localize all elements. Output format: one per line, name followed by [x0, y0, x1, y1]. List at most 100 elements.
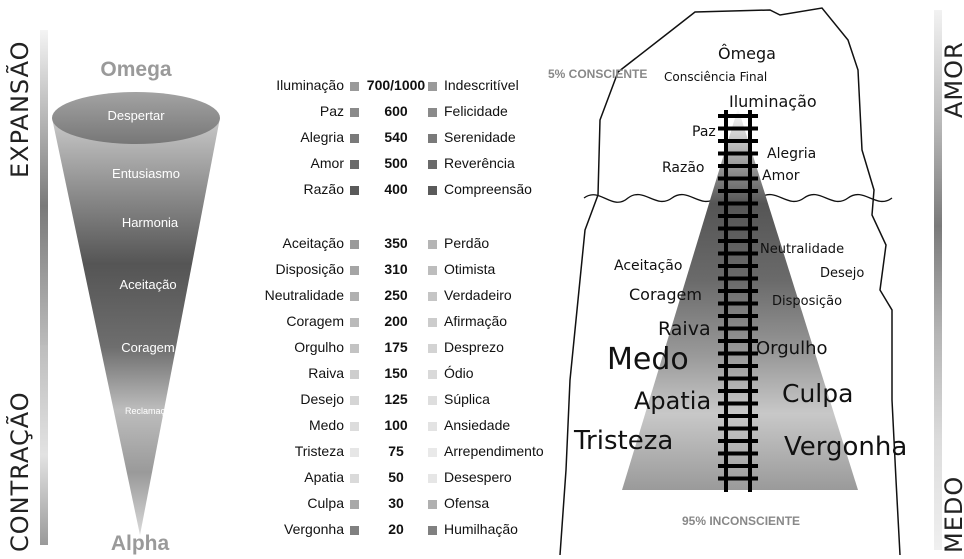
label-desire: Desejo: [820, 266, 865, 281]
level-name: Vergonha: [284, 521, 344, 537]
level-swatch: [350, 474, 359, 483]
level-emotion: Ódio: [444, 365, 474, 381]
table-row: Raiva 150 Ódio: [262, 362, 562, 386]
label-joy: Alegria: [767, 146, 817, 162]
label-love: Amor: [762, 168, 800, 184]
level-value: 100: [384, 417, 408, 433]
level-swatch: [350, 422, 359, 431]
emotion-swatch: [428, 108, 437, 117]
level-name: Amor: [310, 155, 344, 171]
level-name: Neutralidade: [264, 287, 344, 303]
level-swatch: [350, 292, 359, 301]
level-value: 350: [384, 235, 408, 251]
level-swatch: [350, 370, 359, 379]
emotion-swatch: [428, 134, 437, 143]
label-fear: Medo: [607, 342, 689, 377]
level-swatch: [350, 134, 359, 143]
level-emotion: Serenidade: [444, 129, 516, 145]
level-name: Razão: [303, 181, 344, 197]
emotion-swatch: [428, 292, 437, 301]
cone-level-aceitacao: Aceitação: [119, 277, 177, 292]
cone-level-despertar: Despertar: [107, 108, 165, 123]
emotion-swatch: [428, 396, 437, 405]
emotion-swatch: [428, 474, 437, 483]
emotion-swatch: [428, 186, 437, 195]
level-value: 200: [384, 313, 408, 329]
cone-body: [52, 118, 220, 535]
level-name: Orgulho: [294, 339, 344, 355]
level-swatch: [350, 160, 359, 169]
level-value: 75: [388, 443, 404, 459]
level-value: 600: [384, 103, 408, 119]
label-shame: Vergonha: [784, 432, 908, 462]
level-emotion: Arrependimento: [444, 443, 544, 459]
level-value: 125: [384, 391, 408, 407]
level-name: Tristeza: [294, 443, 344, 459]
level-name: Raiva: [308, 365, 344, 381]
level-emotion: Humilhação: [444, 521, 518, 537]
level-emotion: Reverência: [444, 155, 515, 171]
contraction-bar: [40, 345, 48, 545]
unconscious-label: 95% INCONSCIENTE: [682, 514, 801, 528]
level-emotion: Verdadeiro: [444, 287, 512, 303]
level-emotion: Indescritível: [444, 77, 519, 93]
level-swatch: [350, 266, 359, 275]
level-emotion: Desprezo: [444, 339, 504, 355]
level-value: 150: [384, 365, 408, 381]
cone-level-reclamacao: Reclamação: [124, 406, 176, 416]
label-omega: Ômega: [718, 44, 776, 63]
cone-bottom-label: Alpha: [110, 532, 170, 555]
mountain-outline: [559, 7, 901, 556]
level-swatch: [350, 82, 359, 91]
label-sadness: Tristeza: [574, 426, 674, 456]
label-final: Consciência Final: [664, 70, 768, 84]
level-emotion: Ansiedade: [444, 417, 511, 433]
emotion-swatch: [428, 422, 437, 431]
expansion-bar: [40, 30, 48, 350]
label-apathy: Apatia: [634, 387, 712, 415]
level-name: Paz: [319, 103, 344, 119]
table-row: Tristeza 75 Arrependimento: [262, 440, 562, 464]
level-swatch: [350, 500, 359, 509]
level-swatch: [350, 526, 359, 535]
level-swatch: [350, 240, 359, 249]
label-anger: Raiva: [658, 318, 711, 340]
level-name: Aceitação: [282, 235, 344, 251]
level-name: Culpa: [307, 495, 344, 511]
level-emotion: Ofensa: [444, 495, 490, 511]
cone-top-ellipse: [52, 92, 220, 144]
emotion-swatch: [428, 318, 437, 327]
level-emotion: Súplica: [444, 391, 490, 407]
level-name: Apatia: [304, 469, 344, 485]
level-name: Coragem: [286, 313, 344, 329]
level-value: 540: [384, 129, 408, 145]
label-neutrality: Neutralidade: [760, 242, 845, 257]
cone-level-harmonia: Harmonia: [121, 215, 179, 230]
emotion-swatch: [428, 266, 437, 275]
emotion-swatch: [428, 160, 437, 169]
emotion-swatch: [428, 448, 437, 457]
emotion-swatch: [428, 500, 437, 509]
cone-level-coragem: Coragem: [121, 340, 175, 355]
level-emotion: Felicidade: [444, 103, 508, 119]
level-swatch: [350, 448, 359, 457]
level-swatch: [350, 344, 359, 353]
label-acceptance: Aceitação: [614, 258, 683, 274]
ladder: [718, 110, 758, 492]
label-peace: Paz: [692, 124, 716, 140]
level-value: 400: [384, 181, 408, 197]
emotion-swatch: [428, 240, 437, 249]
emotion-swatch: [428, 82, 437, 91]
level-swatch: [350, 396, 359, 405]
emotion-swatch: [428, 370, 437, 379]
